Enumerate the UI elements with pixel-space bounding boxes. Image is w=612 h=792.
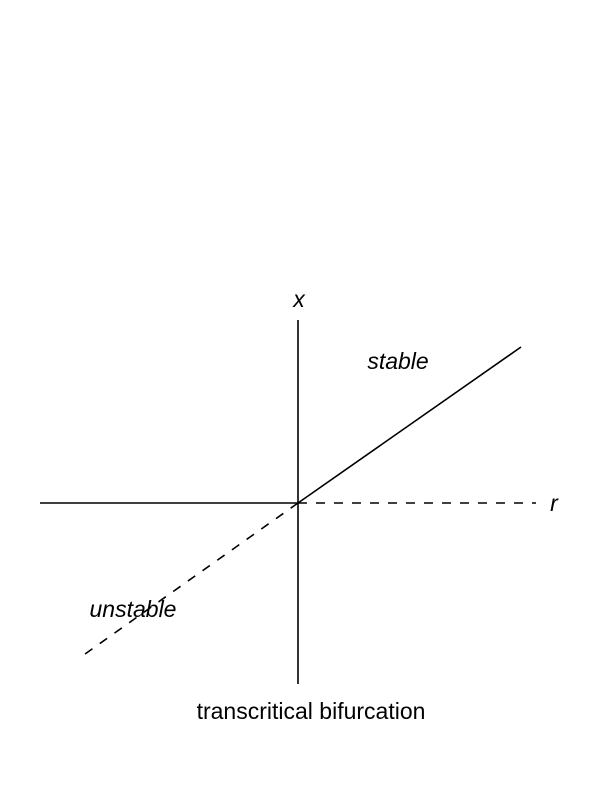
caption: transcritical bifurcation: [197, 698, 426, 724]
r-axis-label: r: [550, 490, 559, 516]
stable-label: stable: [367, 348, 428, 374]
x-axis-label: x: [292, 286, 306, 312]
stable-branch-line: [297, 346, 522, 504]
unstable-branch-line: [77, 502, 299, 660]
unstable-label: unstable: [90, 596, 177, 622]
